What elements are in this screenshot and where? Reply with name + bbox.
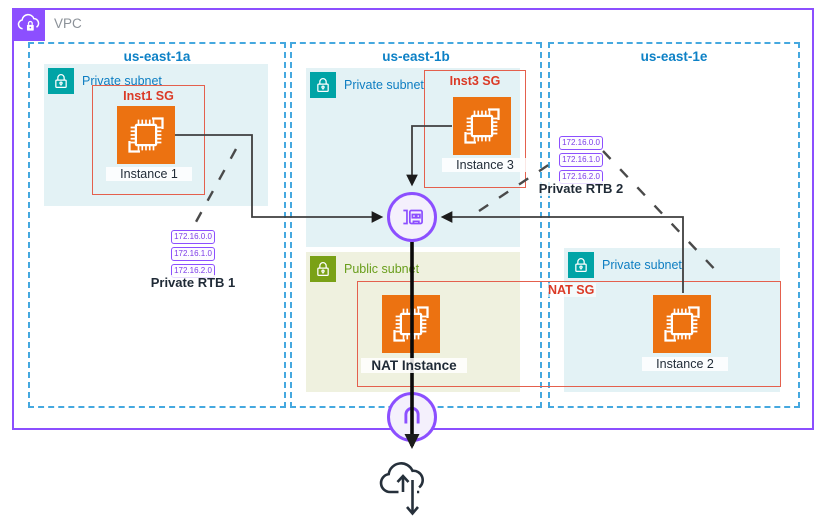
ec2-instance-icon	[653, 295, 711, 353]
route-entry: 172.16.1.0	[559, 153, 603, 167]
ec2-instance-icon	[117, 106, 175, 164]
lock-icon	[310, 256, 336, 282]
nat-instance-label: NAT Instance	[361, 358, 467, 373]
route-table-2-label: Private RTB 2	[526, 181, 636, 196]
ec2-instance-icon	[453, 97, 511, 155]
route-entry: 172.16.0.0	[171, 230, 215, 244]
internet-gateway-icon	[387, 392, 437, 442]
private-subnet-label: Private subnet	[344, 78, 424, 92]
lock-icon	[48, 68, 74, 94]
private-subnet-label: Private subnet	[602, 258, 682, 272]
instance1-label: Instance 1	[106, 167, 192, 181]
vpc-label: VPC	[54, 16, 82, 31]
route-table-2-entries: 172.16.0.0 172.16.1.0 172.16.2.0	[559, 136, 603, 184]
public-subnet-label: Public subnet	[344, 262, 420, 276]
vpc-cloud-lock-icon	[12, 8, 45, 41]
az-name: us-east-1b	[382, 49, 450, 64]
az-name: us-east-1a	[123, 49, 191, 64]
route-entry: 172.16.0.0	[559, 136, 603, 150]
sg-label: NAT SG	[546, 283, 597, 297]
instance2-label: Instance 2	[642, 357, 728, 371]
route-table-1-label: Private RTB 1	[138, 275, 248, 290]
route-entry: 172.16.2.0	[171, 264, 215, 278]
ec2-instance-icon	[382, 295, 440, 353]
network-interface-icon	[387, 192, 437, 242]
private-subnet-label: Private subnet	[82, 74, 162, 88]
instance3-label: Instance 3	[442, 158, 528, 172]
route-entry: 172.16.1.0	[171, 247, 215, 261]
az-name: us-east-1e	[640, 49, 708, 64]
lock-icon	[568, 252, 594, 278]
sg-label: Inst1 SG	[123, 89, 174, 103]
lock-icon	[310, 72, 336, 98]
internet-cloud-icon	[376, 450, 440, 520]
availability-zone-us-east-1a: us-east-1a	[28, 42, 286, 408]
route-table-1-entries: 172.16.0.0 172.16.1.0 172.16.2.0	[171, 230, 215, 278]
sg-label: Inst3 SG	[449, 74, 501, 88]
